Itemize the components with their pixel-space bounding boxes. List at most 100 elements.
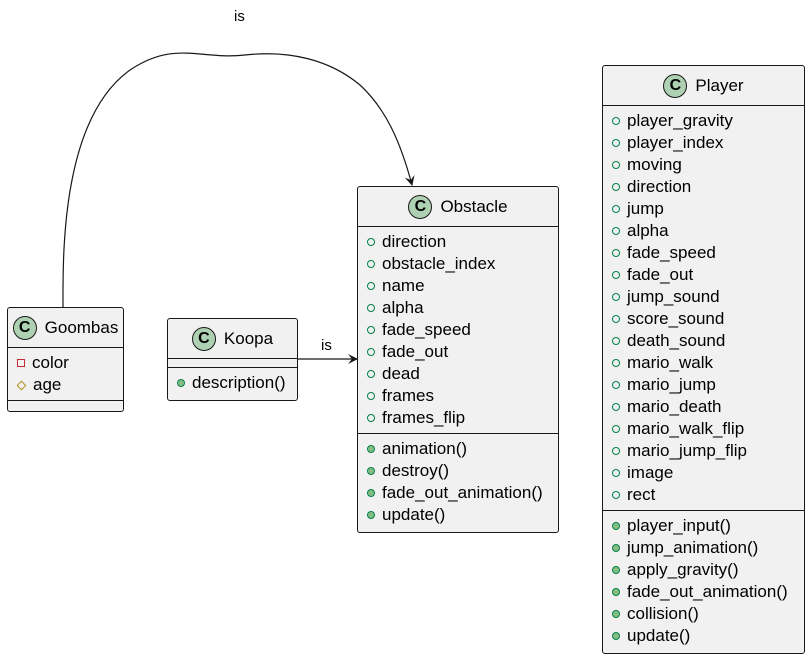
player-attribute: direction — [603, 176, 804, 198]
player-method: jump_animation() — [603, 537, 804, 559]
method-name: fade_out_animation() — [382, 483, 543, 502]
obstacle-attribute: frames — [358, 385, 558, 407]
obstacle-attribute: direction — [358, 231, 558, 253]
public-attribute-icon — [367, 392, 375, 400]
public-attribute-icon — [367, 348, 375, 356]
public-attribute-icon — [612, 117, 620, 125]
player-method: collision() — [603, 603, 804, 625]
koopa-attributes — [168, 359, 297, 367]
attribute-name: moving — [627, 155, 682, 174]
player-attribute: player_gravity — [603, 110, 804, 132]
obstacle-attribute: alpha — [358, 297, 558, 319]
koopa-method: description() — [168, 372, 297, 394]
attribute-name: player_index — [627, 133, 724, 152]
method-name: player_input() — [627, 516, 731, 535]
koopa-class-header: C Koopa — [168, 319, 297, 359]
public-attribute-icon — [612, 315, 620, 323]
obstacle-method: update() — [358, 504, 558, 526]
protected-attribute-icon — [16, 380, 27, 390]
player-methods: player_input()jump_animation()apply_grav… — [603, 510, 804, 651]
attribute-name: rect — [627, 485, 656, 504]
player-attribute: mario_jump — [603, 374, 804, 396]
obstacle-attribute: fade_speed — [358, 319, 558, 341]
goombas-class-box: C Goombas color age — [7, 307, 124, 412]
public-method-icon — [367, 445, 375, 453]
obstacle-attribute: name — [358, 275, 558, 297]
public-method-icon — [612, 566, 620, 574]
attribute-name: direction — [627, 177, 692, 196]
attribute-name: score_sound — [627, 309, 725, 328]
public-method-icon — [177, 379, 185, 387]
goombas-attributes: color age — [8, 348, 123, 400]
attribute-name: fade_out — [627, 265, 694, 284]
method-name: update() — [627, 626, 691, 645]
attribute-name: direction — [382, 232, 447, 251]
player-attribute: moving — [603, 154, 804, 176]
public-attribute-icon — [612, 337, 620, 345]
attribute-name: mario_jump_flip — [627, 441, 747, 460]
public-attribute-icon — [612, 381, 620, 389]
method-name: description() — [192, 373, 286, 392]
public-attribute-icon — [367, 370, 375, 378]
attribute-name: mario_walk_flip — [627, 419, 745, 438]
attribute-name: mario_death — [627, 397, 722, 416]
public-attribute-icon — [612, 425, 620, 433]
method-name: destroy() — [382, 461, 450, 480]
method-name: fade_out_animation() — [627, 582, 788, 601]
player-attribute: player_index — [603, 132, 804, 154]
public-attribute-icon — [612, 227, 620, 235]
player-attribute: jump_sound — [603, 286, 804, 308]
class-c-icon: C — [12, 315, 37, 340]
player-attribute: mario_walk — [603, 352, 804, 374]
public-method-icon — [612, 632, 620, 640]
obstacle-method: animation() — [358, 438, 558, 460]
player-attribute: mario_death — [603, 396, 804, 418]
private-attribute-icon — [17, 359, 25, 367]
koopa-class-name: Koopa — [223, 328, 274, 348]
attribute-name: name — [382, 276, 425, 295]
koopa-class-box: C Koopa description() — [167, 318, 298, 401]
public-attribute-icon — [612, 359, 620, 367]
public-attribute-icon — [367, 260, 375, 268]
player-class-name: Player — [695, 75, 744, 95]
goombas-attribute: color — [8, 352, 123, 374]
attribute-name: color — [32, 353, 69, 372]
goombas-methods — [8, 400, 123, 408]
public-attribute-icon — [612, 469, 620, 477]
attribute-name: fade_speed — [382, 320, 471, 339]
player-attribute: death_sound — [603, 330, 804, 352]
attribute-name: jump — [627, 199, 664, 218]
public-attribute-icon — [612, 293, 620, 301]
attribute-name: obstacle_index — [382, 254, 496, 273]
public-attribute-icon — [367, 238, 375, 246]
public-method-icon — [612, 522, 620, 530]
obstacle-attribute: dead — [358, 363, 558, 385]
attribute-name: frames_flip — [382, 408, 466, 427]
goombas-attribute: age — [8, 374, 123, 396]
attribute-name: mario_jump — [627, 375, 716, 394]
method-name: update() — [382, 505, 446, 524]
goombas-class-header: C Goombas — [8, 308, 123, 348]
public-method-icon — [612, 610, 620, 618]
public-attribute-icon — [612, 183, 620, 191]
goombas-obstacle-relation-line — [62, 52, 415, 308]
obstacle-methods: animation()destroy() fade_out_animation()… — [358, 433, 558, 530]
public-method-icon — [612, 544, 620, 552]
class-c-icon: C — [663, 73, 688, 98]
method-name: jump_animation() — [627, 538, 759, 557]
public-attribute-icon — [367, 326, 375, 334]
attribute-name: frames — [382, 386, 434, 405]
public-attribute-icon — [612, 205, 620, 213]
class-c-icon: C — [191, 326, 216, 351]
player-attribute: rect — [603, 484, 804, 506]
public-method-icon — [367, 467, 375, 475]
attribute-name: fade_speed — [627, 243, 716, 262]
player-attribute: fade_speed — [603, 242, 804, 264]
attribute-name: mario_walk — [627, 353, 713, 372]
obstacle-class-name: Obstacle — [440, 196, 508, 216]
public-method-icon — [612, 588, 620, 596]
attribute-name: age — [33, 375, 62, 394]
